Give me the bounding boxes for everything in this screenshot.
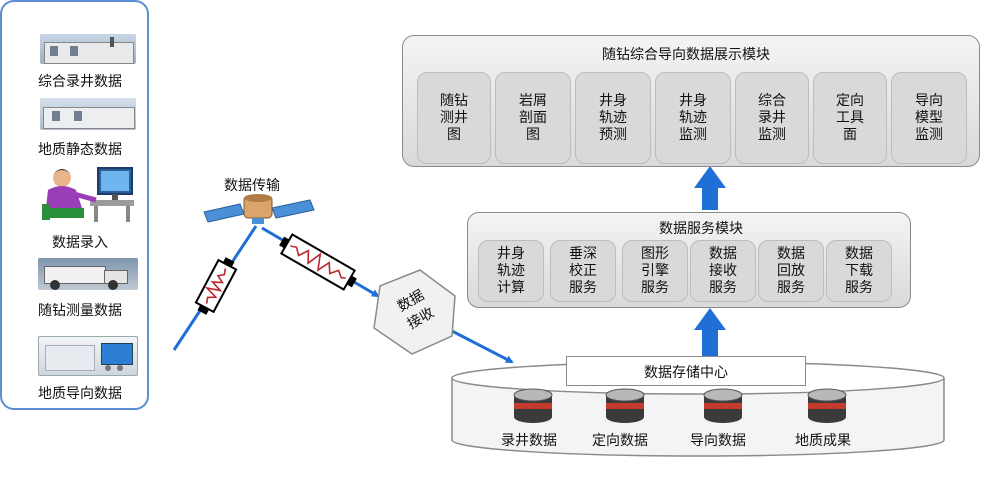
source-label-data-entry: 数据录入 xyxy=(52,235,108,251)
display-tile: 井身轨迹预测 xyxy=(575,72,651,164)
display-tile: 定向工具面 xyxy=(813,72,887,164)
geosteering-instrument-image xyxy=(38,336,138,376)
database-icon xyxy=(807,388,847,423)
display-tile: 综合录井监测 xyxy=(735,72,809,164)
service-tile: 数据接收服务 xyxy=(690,240,756,302)
storage-title-box xyxy=(566,356,806,386)
receive-to-storage-arrow xyxy=(449,328,514,364)
data-entry-person-icon xyxy=(42,167,134,222)
source-label-mud-logging: 综合录井数据 xyxy=(38,74,122,90)
signal-waveform-left xyxy=(194,257,238,315)
database-label: 导向数据 xyxy=(690,433,746,449)
service-tile: 数据回放服务 xyxy=(758,240,824,302)
service-tile: 图形引擎服务 xyxy=(622,240,688,302)
geology-static-unit-image xyxy=(40,98,136,130)
display-tile: 导向模型监测 xyxy=(891,72,967,164)
transfer-label: 数据传输 xyxy=(224,178,280,194)
display-tile: 岩屑剖面图 xyxy=(495,72,571,164)
display-tile: 随钻测井图 xyxy=(417,72,491,164)
receive-node-shape xyxy=(373,269,456,355)
display-tile: 井身轨迹监测 xyxy=(655,72,731,164)
database-label: 定向数据 xyxy=(592,433,648,449)
storage-to-service-arrow xyxy=(694,308,726,356)
mwd-truck-image xyxy=(38,258,138,290)
service-tile: 垂深校正服务 xyxy=(550,240,616,302)
database-icon xyxy=(513,388,553,423)
service-tile: 井身轨迹计算 xyxy=(478,240,544,302)
mud-logging-unit-image xyxy=(40,34,136,64)
source-label-mwd: 随钻测量数据 xyxy=(38,303,122,319)
service-tile: 数据下载服务 xyxy=(826,240,892,302)
database-label: 录井数据 xyxy=(501,433,557,449)
signal-waveform-right xyxy=(279,233,357,291)
database-label: 地质成果 xyxy=(795,433,851,449)
source-label-geosteering: 地质导向数据 xyxy=(38,386,122,402)
display-module-title: 随钻综合导向数据展示模块 xyxy=(602,47,770,63)
source-label-geology-static: 地质静态数据 xyxy=(38,142,122,158)
database-icon xyxy=(605,388,645,423)
service-to-display-arrow xyxy=(694,166,726,210)
database-icon xyxy=(703,388,743,423)
storage-title: 数据存储中心 xyxy=(644,365,728,381)
satellite-icon xyxy=(203,194,315,224)
service-module-title: 数据服务模块 xyxy=(659,221,743,237)
